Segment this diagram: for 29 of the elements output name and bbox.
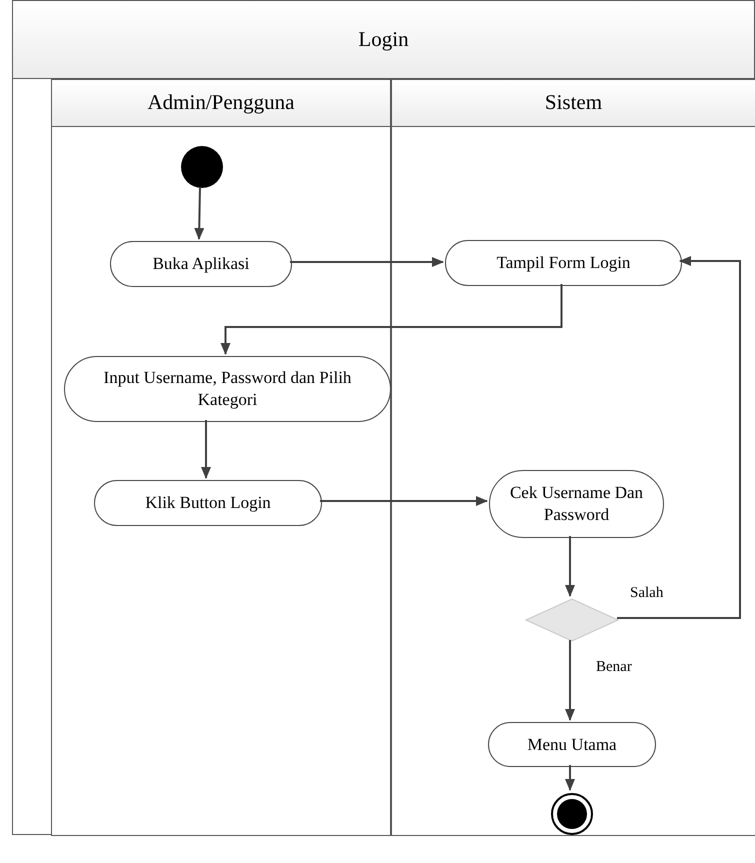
action-node [445,240,682,286]
action-label: Input Username, Password dan Pilih Kategori [102,367,352,411]
action-node [64,356,391,422]
action-node [110,241,292,287]
pool-title: Login [358,26,409,53]
swimlane [391,79,755,836]
arrow [201,420,211,479]
decision-diamond [525,598,619,642]
action-node [488,722,656,767]
action-label: Klik Button Login [145,492,271,514]
arrow [565,765,575,791]
initial-node [180,145,224,189]
action-node [94,480,322,526]
arrow [617,256,741,619]
arrow [194,186,204,240]
swimlane-pool [12,0,755,835]
action-label: Tampil Form Login [496,252,630,274]
arrow [565,640,575,721]
arrow [320,496,488,506]
final-node [550,792,594,836]
lane-title: Admin/Pengguna [148,89,294,116]
lane-title: Sistem [544,89,602,116]
action-label: Menu Utama [527,734,617,756]
action-label: Cek Username Dan Password [508,482,644,526]
swimlane [51,79,391,836]
arrow [220,284,562,355]
action-label: Buka Aplikasi [152,253,250,275]
arrow [290,257,444,267]
arrow [565,536,575,597]
